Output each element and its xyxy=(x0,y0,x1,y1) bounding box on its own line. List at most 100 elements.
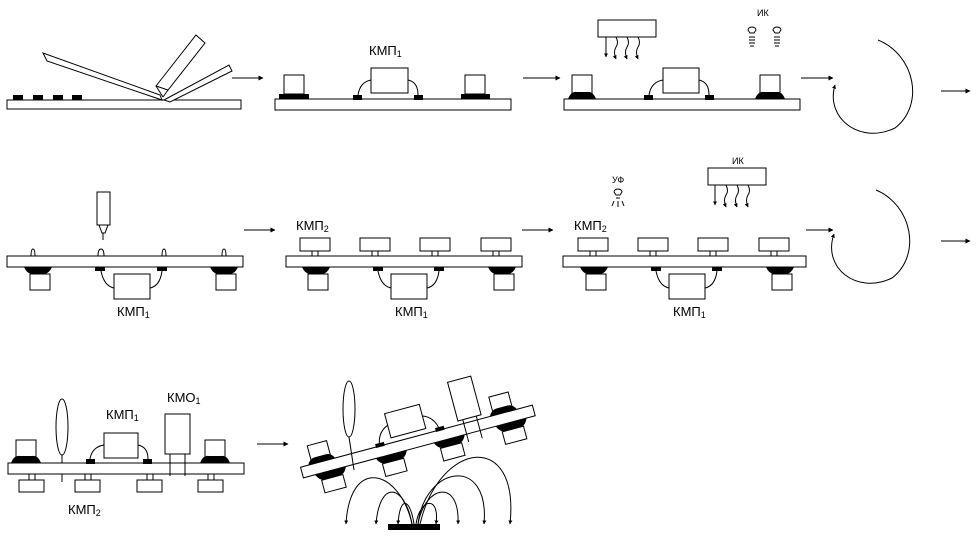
solder-pad xyxy=(461,94,490,99)
step-7-tht-insertion: КМП1 КМО1 КМП2 xyxy=(7,390,245,518)
chip-component xyxy=(480,237,512,252)
ic-component xyxy=(113,273,151,300)
ic-lead xyxy=(149,270,163,289)
kmo1-label: КМО1 xyxy=(167,390,201,406)
pcb-board xyxy=(562,255,807,268)
nozzle-icon xyxy=(348,436,355,471)
solder-fillet xyxy=(308,453,336,466)
solder-bath xyxy=(388,524,440,530)
step-6-curing: УФ ИК КМП2 КМП1 xyxy=(562,156,807,320)
adhesive-dot xyxy=(649,250,657,257)
solder-pad xyxy=(353,95,362,100)
lamp-icon xyxy=(772,26,782,47)
reflow-loop-icon xyxy=(832,39,914,134)
solder-pad xyxy=(95,267,105,271)
chip-component xyxy=(215,273,237,291)
solder-fillet xyxy=(314,466,346,480)
solder-pad xyxy=(434,267,444,271)
solder-pad xyxy=(143,459,152,464)
chip-component xyxy=(197,479,224,493)
tht-component xyxy=(164,413,191,455)
pcb-board xyxy=(299,404,536,479)
chip-component xyxy=(381,457,408,478)
ik-label: ИК xyxy=(732,156,744,166)
ic-lead xyxy=(100,270,115,289)
kmp1-label: КМП1 xyxy=(117,304,150,320)
solder-pad xyxy=(373,267,383,271)
solder-pad xyxy=(651,267,661,271)
nozzle-icon xyxy=(342,380,356,438)
solder-fillet xyxy=(580,267,608,274)
chip-component xyxy=(758,237,790,252)
kmp2-label: КМП2 xyxy=(296,218,329,234)
pcb-board xyxy=(285,255,523,268)
heat-ray xyxy=(623,36,629,60)
chip-component xyxy=(771,273,793,291)
paste-pad xyxy=(53,95,63,100)
adhesive-dot xyxy=(161,248,167,257)
kmp1-label: КМП1 xyxy=(395,304,428,320)
dispenser-icon xyxy=(98,224,109,234)
uf-label: УФ xyxy=(612,175,624,185)
kmp2-label: КМП2 xyxy=(68,502,101,518)
adhesive-dot xyxy=(311,250,319,257)
solder-fillet xyxy=(24,267,52,274)
tht-component xyxy=(446,375,482,422)
chip-component xyxy=(204,439,226,459)
heat-ray xyxy=(733,184,739,208)
heater-icon xyxy=(597,19,657,38)
solder-pad xyxy=(712,267,722,271)
adhesive-dot xyxy=(589,250,597,257)
lamp-icon xyxy=(611,188,625,207)
kmp2-label: КМП2 xyxy=(574,218,607,234)
solder-fillet xyxy=(568,91,596,99)
tht-lead xyxy=(475,415,483,439)
ic-lead xyxy=(655,270,670,289)
adhesive-dot xyxy=(30,248,36,257)
chip-component xyxy=(493,273,515,291)
ik-label: ИК xyxy=(757,8,769,18)
chip-component xyxy=(577,237,609,252)
adhesive-dot xyxy=(207,473,215,481)
solder-fillet xyxy=(755,91,785,99)
ic-lead xyxy=(89,444,105,460)
kmp1-label: КМП1 xyxy=(106,407,139,423)
solder-pad xyxy=(434,425,445,432)
step-1-paste-printing xyxy=(6,34,242,110)
solder-pad xyxy=(86,459,95,464)
pcb-board xyxy=(274,98,512,111)
solder-pad xyxy=(705,95,714,100)
chip-component xyxy=(759,74,781,95)
kmp1-label: КМП1 xyxy=(369,43,402,59)
ic-lead xyxy=(422,415,440,430)
step-2-placement: КМП1 xyxy=(274,43,512,111)
chip-component xyxy=(419,237,451,252)
step-3-ir-reflow: ИК xyxy=(563,8,801,111)
nozzle-icon xyxy=(55,398,69,456)
solder-pad xyxy=(279,94,309,99)
paste-pad xyxy=(72,95,82,100)
chip-component xyxy=(15,439,37,459)
chip-component xyxy=(74,479,101,493)
pcb-board xyxy=(563,98,801,111)
chip-component xyxy=(18,479,45,493)
chip-component xyxy=(321,473,347,494)
dispenser-icon xyxy=(96,191,111,226)
solder-pad xyxy=(414,95,423,100)
solder-fillet xyxy=(11,455,41,463)
tht-lead xyxy=(462,419,470,443)
squeegee-icon xyxy=(155,85,164,98)
ic-lead xyxy=(407,79,419,96)
paste-pad xyxy=(33,95,43,100)
ic-lead xyxy=(137,444,149,460)
heat-ray xyxy=(634,36,640,60)
chip-component xyxy=(283,74,305,95)
solder-fillet xyxy=(210,267,238,274)
chip-component xyxy=(464,74,486,95)
lamp-icon xyxy=(747,26,757,47)
reflow-loop-icon xyxy=(830,189,911,284)
solder-pad xyxy=(375,441,385,449)
ic-component xyxy=(390,273,428,300)
solder-fillet xyxy=(766,267,794,274)
solder-pad xyxy=(157,267,167,271)
